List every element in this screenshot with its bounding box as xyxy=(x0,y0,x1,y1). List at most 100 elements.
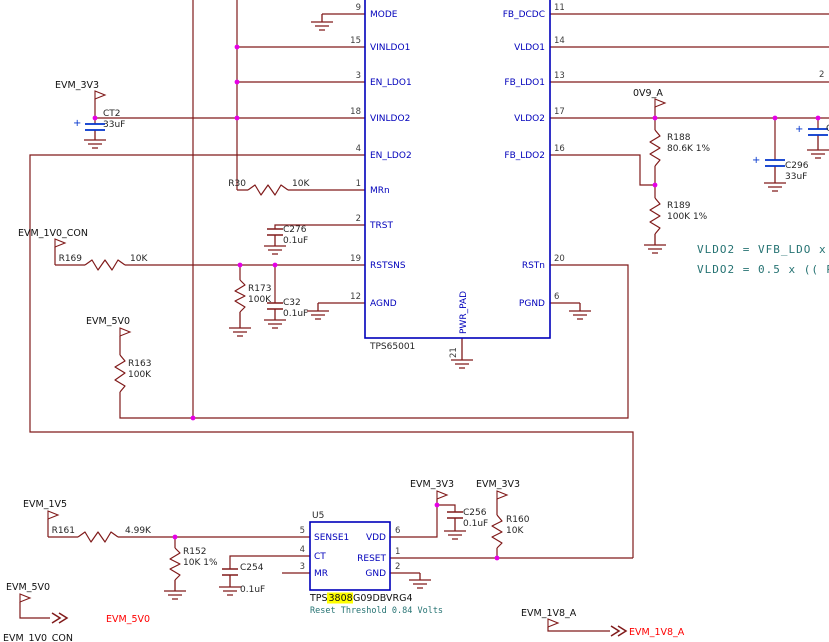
pin-number: 21 xyxy=(449,347,459,358)
junction-dot xyxy=(172,534,178,540)
pin-number: 6 xyxy=(395,526,400,536)
pin-number: 1 xyxy=(395,547,400,557)
pin-name-mode: MODE xyxy=(370,10,398,20)
refdes-r152: R152 xyxy=(183,547,206,557)
capacitor-c296-icon xyxy=(765,159,785,167)
pin-name-agnd: AGND xyxy=(370,299,397,309)
offpage-arrow-icon xyxy=(51,612,69,624)
junction-dot xyxy=(434,502,440,508)
pin-name-fb-ldo1: FB_LDO1 xyxy=(504,78,545,88)
refdes-r173: R173 xyxy=(248,284,271,294)
junction-dot xyxy=(237,262,243,268)
pin-number: 6 xyxy=(554,292,559,302)
resistor-r152-icon xyxy=(169,547,181,581)
search-highlight xyxy=(327,592,353,604)
net-label-evm-5v0: EVM_5V0 xyxy=(86,316,130,327)
pin-name-rstsns: RSTSNS xyxy=(370,261,406,271)
pin-number: 9 xyxy=(356,3,361,13)
junction-dot xyxy=(234,115,240,121)
value-c256: 0.1uF xyxy=(463,519,488,529)
net-label-evm-3v3: EVM_3V3 xyxy=(476,479,520,490)
pin-name-pwr-pad: PWR_PAD xyxy=(459,291,469,334)
offpage-net-evm-1v8-a: EVM_1V8_A xyxy=(629,627,685,638)
refdes-r163: R163 xyxy=(128,359,151,369)
ground-icon xyxy=(807,135,829,159)
pin-name-vldo2: VLDO2 xyxy=(514,114,545,124)
pin-number: 3 xyxy=(300,562,305,572)
net-flag-icon xyxy=(496,490,509,500)
refdes-c254: C254 xyxy=(240,563,264,573)
pin-name-pgnd: PGND xyxy=(519,299,545,309)
pin-number: 4 xyxy=(300,545,305,555)
resistor-r189-icon xyxy=(649,197,661,235)
value-r188: 80.6K 1% xyxy=(667,144,711,154)
pin-name-reset: RESET xyxy=(357,554,386,564)
capacitor-c276-icon xyxy=(267,228,283,236)
ic-part-name: TPS65001 xyxy=(369,342,415,352)
pin-number: 15 xyxy=(350,36,361,46)
ground-icon xyxy=(311,14,333,31)
ground-icon xyxy=(444,518,466,540)
junction-dot xyxy=(652,115,658,121)
refdes-r30: R30 xyxy=(228,179,246,189)
vldo2-formula-line1: VLDO2 = VFB_LDO x ( xyxy=(697,243,829,256)
pin-name-fb-dcdc: FB_DCDC xyxy=(503,10,545,20)
junction-dots xyxy=(92,44,821,561)
polarity-plus-icon: + xyxy=(73,118,81,129)
u5-part-prefix: TPS xyxy=(309,593,328,604)
junction-dot xyxy=(190,415,196,421)
value-r169: 10K xyxy=(130,254,148,264)
pin-number: 4 xyxy=(356,144,361,154)
refdes-r160: R160 xyxy=(506,515,530,525)
refdes-c296: C296 xyxy=(785,161,809,171)
junction-dot xyxy=(234,44,240,50)
junction-dot xyxy=(272,262,278,268)
pin-name-vldo1: VLDO1 xyxy=(514,43,545,53)
capacitor-edge-icon xyxy=(808,128,828,136)
value-c32: 0.1uF xyxy=(283,309,308,319)
resistor-r173-icon xyxy=(234,279,246,313)
ground-icon xyxy=(229,312,251,337)
pin-number: 14 xyxy=(554,36,565,46)
pin-name-mr: MR xyxy=(314,569,328,579)
pin-number: 1 xyxy=(356,179,361,189)
ic-tps65001-body xyxy=(364,0,551,339)
pin-number: 2 xyxy=(395,562,400,572)
pin-name-vinldo1: VINLDO1 xyxy=(370,43,410,53)
value-c296: 33uF xyxy=(785,172,807,182)
pin-number: 5 xyxy=(300,526,305,536)
pin-number: 16 xyxy=(554,144,565,154)
ground-icon xyxy=(307,303,329,320)
reset-threshold-note: Reset Threshold 0.84 Volts xyxy=(310,606,443,616)
net-flag-icon xyxy=(94,90,107,100)
pin-number: 2 xyxy=(356,214,361,224)
value-r30: 10K xyxy=(292,179,310,189)
pin-number: 20 xyxy=(554,254,565,264)
schematic-wires xyxy=(19,0,829,632)
ground-icon xyxy=(84,130,106,149)
u5-part-highlighted: 3808 xyxy=(329,593,353,604)
ground-icon xyxy=(764,166,786,192)
value-r152: 10K 1% xyxy=(183,558,218,568)
value-r163: 100K xyxy=(128,370,152,380)
junction-dot xyxy=(652,182,658,188)
ground-icon xyxy=(451,338,473,369)
capacitor-c256-icon xyxy=(447,511,463,519)
ground-icon xyxy=(164,580,186,600)
ground-icon xyxy=(644,234,666,254)
pin-name-trst: TRST xyxy=(369,221,393,231)
vldo2-formula-line2: VLDO2 = 0.5 x (( Rt xyxy=(697,263,829,276)
net-label-evm-1v8-a: EVM_1V8_A xyxy=(521,608,577,619)
capacitor-c32-icon xyxy=(267,302,283,310)
net-flag-icon xyxy=(436,490,449,500)
refdes-u5: U5 xyxy=(312,511,324,521)
pin-name-en-ldo2: EN_LDO2 xyxy=(370,151,412,161)
net-label-evm-1v0-con: EVM_1V0_CON xyxy=(18,228,88,239)
net-label-0v9-a: 0V9_A xyxy=(633,88,663,99)
pin-number: 17 xyxy=(554,107,565,117)
pin-name-gnd: GND xyxy=(365,569,386,579)
ground-icon xyxy=(219,575,241,596)
junction-dot xyxy=(234,79,240,85)
